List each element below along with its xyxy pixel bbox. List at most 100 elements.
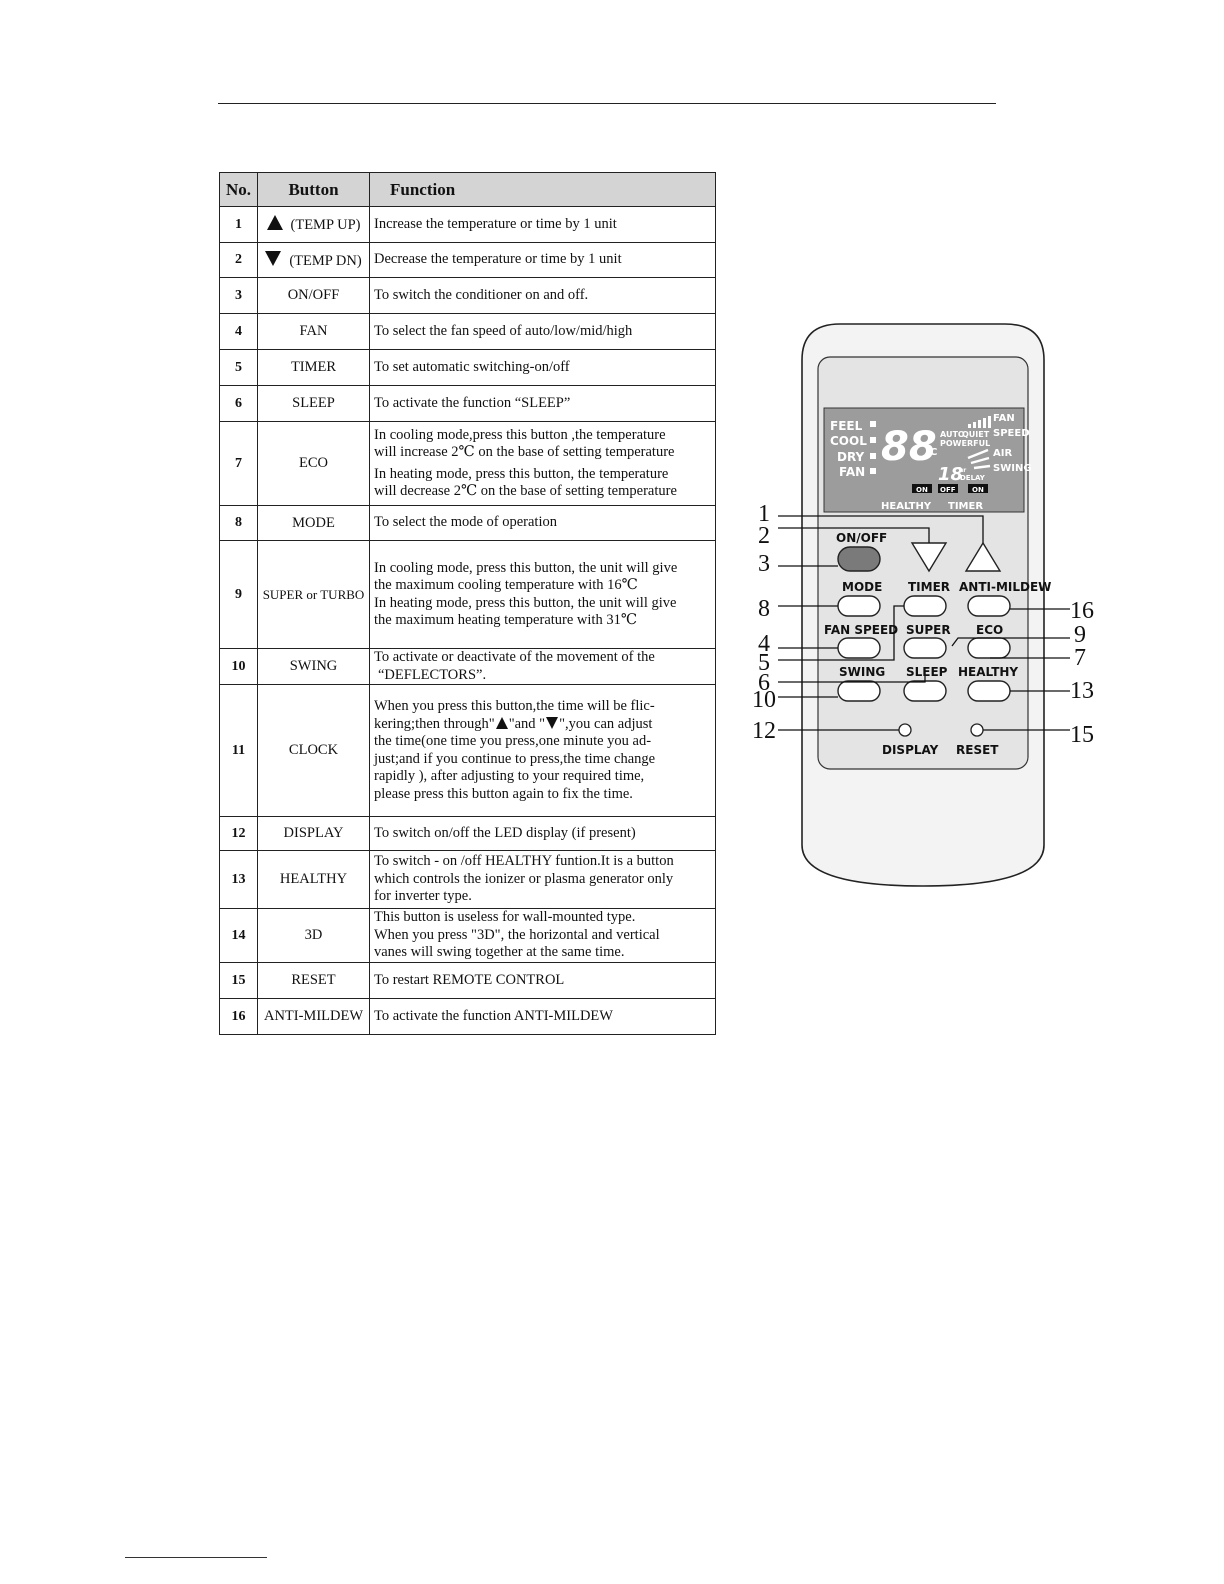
function-line: To switch the conditioner on and off. <box>374 286 589 303</box>
row-button-label: DISPLAY <box>257 816 370 851</box>
onoff-button[interactable] <box>837 546 881 572</box>
row-number: 5 <box>219 349 258 386</box>
row-function: To switch the conditioner on and off. <box>369 277 716 314</box>
row-function: To switch - on /off HEALTHY funtion.It i… <box>369 850 716 909</box>
function-line: In heating mode, press this button, the … <box>374 465 669 482</box>
remote-control-diagram: FEEL COOL DRY FAN 88 °C AUTO QUIET POWER… <box>752 323 1094 887</box>
function-line: In cooling mode,press this button ,the t… <box>374 426 666 443</box>
callout-1: 1 <box>758 501 770 527</box>
reset-label: RESET <box>956 743 999 757</box>
triangle-down-icon <box>265 250 282 266</box>
function-line: just;and if you continue to press,the ti… <box>374 750 656 767</box>
function-line: “DEFLECTORS”. <box>378 666 487 683</box>
row-number: 9 <box>219 540 258 649</box>
callout-12: 12 <box>752 718 776 744</box>
row-button: (TEMP DN) <box>257 242 370 278</box>
function-line: In heating mode, press this button, the … <box>374 594 677 611</box>
function-line: This button is useless for wall-mounted … <box>374 909 636 926</box>
function-text: kering;then through" <box>374 715 495 732</box>
lcd-delay: DELAY <box>960 474 986 482</box>
lcd-unit: °C <box>925 447 937 458</box>
reset-button[interactable] <box>970 723 984 737</box>
function-line: the time(one time you press,one minute y… <box>374 733 652 749</box>
lcd-mode-dry: DRY <box>837 450 865 464</box>
table-row: 14 3D This button is useless for wall-mo… <box>219 908 716 963</box>
function-line: Decrease the temperature or time by 1 un… <box>374 251 622 268</box>
fan-speed-button[interactable] <box>837 637 881 659</box>
function-line: the maximum cooling temperature with 16℃ <box>374 577 638 593</box>
function-line: To restart REMOTE CONTROL <box>374 971 565 988</box>
callout-15: 15 <box>1070 722 1094 748</box>
callout-6: 6 <box>758 670 770 696</box>
row-function: To set automatic switching-on/off <box>369 349 716 386</box>
mode-label: MODE <box>842 580 882 594</box>
lcd-on-badge <box>912 484 932 493</box>
row-number: 12 <box>219 816 258 851</box>
function-line: In cooling mode, press this button, the … <box>374 559 678 576</box>
callout-4: 4 <box>758 631 770 657</box>
mode-button[interactable] <box>837 595 881 617</box>
function-line: To activate or deactivate of the movemen… <box>374 649 655 665</box>
header-button: Button <box>257 172 370 207</box>
lcd-indicator <box>870 453 876 459</box>
super-button[interactable] <box>903 637 947 659</box>
function-line: To switch on/off the LED display (if pre… <box>374 824 636 841</box>
row-number: 14 <box>219 908 258 963</box>
display-button[interactable] <box>898 723 912 737</box>
lcd-air-label: AIR <box>993 448 1012 459</box>
function-line: To select the fan speed of auto/low/mid/… <box>374 322 633 339</box>
timer-button[interactable] <box>903 595 947 617</box>
header-no: No. <box>219 172 258 207</box>
row-function: Decrease the temperature or time by 1 un… <box>369 242 716 278</box>
table-row: 7 ECO In cooling mode,press this button … <box>219 421 716 506</box>
eco-button[interactable] <box>967 637 1011 659</box>
fan-speed-label: FAN SPEED <box>824 623 898 637</box>
row-button-label: (TEMP UP) <box>290 217 361 233</box>
row-function: To restart REMOTE CONTROL <box>369 962 716 999</box>
row-function: To switch on/off the LED display (if pre… <box>369 816 716 851</box>
healthy-button[interactable] <box>967 680 1011 702</box>
row-number: 2 <box>219 242 258 278</box>
table-header-row: No. Button Function <box>219 172 716 207</box>
sleep-label: SLEEP <box>906 665 948 679</box>
row-number: 16 <box>219 998 258 1035</box>
anti-mildew-button[interactable] <box>967 595 1011 617</box>
swing-button[interactable] <box>837 680 881 702</box>
lcd-off-badge <box>938 484 958 493</box>
callout-8: 8 <box>758 596 770 622</box>
eco-label: ECO <box>976 623 1003 637</box>
row-button-label: ANTI-MILDEW <box>257 998 370 1035</box>
function-line: To select the mode of operation <box>374 514 557 531</box>
row-function: To activate the function “SLEEP” <box>369 385 716 422</box>
lcd-on1: ON <box>916 486 928 494</box>
function-text: "and " <box>508 715 546 732</box>
row-number: 8 <box>219 505 258 541</box>
row-function: When you press this button,the time will… <box>369 684 716 817</box>
triangle-up-icon <box>495 716 508 729</box>
function-line: To switch - on /off HEALTHY funtion.It i… <box>374 853 674 870</box>
lcd-on-badge <box>968 484 988 493</box>
callout-16: 16 <box>1070 598 1094 624</box>
row-function: This button is useless for wall-mounted … <box>369 908 716 963</box>
table-row: 2 (TEMP DN) Decrease the temperature or … <box>219 242 716 278</box>
table-row: 16 ANTI-MILDEW To activate the function … <box>219 998 716 1035</box>
callout-7: 7 <box>1074 645 1086 671</box>
anti-mildew-label: ANTI-MILDEW <box>959 580 1051 594</box>
lcd-speed-label: SPEED <box>993 428 1030 439</box>
row-button-label: CLOCK <box>257 684 370 817</box>
swing-label: SWING <box>839 665 885 679</box>
temp-up-button[interactable] <box>964 541 1002 572</box>
row-function: To activate the function ANTI-MILDEW <box>369 998 716 1035</box>
lcd-timer: TIMER <box>948 501 983 512</box>
table-row: 10 SWING To activate or deactivate of th… <box>219 648 716 685</box>
function-line: will increase 2℃ on the base of setting … <box>374 444 675 460</box>
triangle-down-icon <box>546 716 559 729</box>
callout-10: 10 <box>752 687 776 713</box>
row-button-label: TIMER <box>257 349 370 386</box>
sleep-button[interactable] <box>903 680 947 702</box>
row-number: 11 <box>219 684 258 817</box>
row-number: 15 <box>219 962 258 999</box>
row-number: 7 <box>219 421 258 506</box>
timer-label: TIMER <box>908 580 950 594</box>
row-button-label: SWING <box>257 648 370 685</box>
